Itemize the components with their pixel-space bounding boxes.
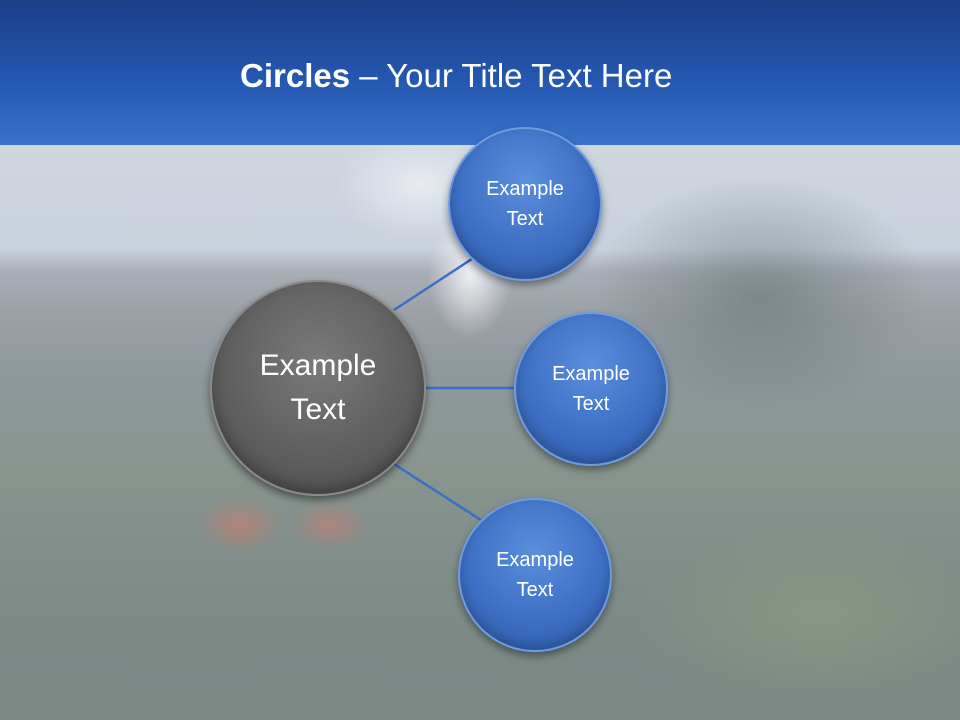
connector-1 — [393, 253, 479, 312]
title-bar: Circles – Your Title Text Here — [0, 0, 960, 145]
connector-3 — [393, 462, 485, 524]
circle-node-3[interactable]: Example Text — [458, 498, 612, 652]
circle-node-1-label: Example Text — [486, 178, 564, 230]
circle-node-2[interactable]: Example Text — [514, 312, 668, 466]
center-circle-label: Example Text — [259, 349, 377, 426]
slide-title: Circles – Your Title Text Here — [240, 54, 672, 98]
center-circle[interactable]: Example Text — [210, 280, 426, 496]
circle-node-1[interactable]: Example Text — [448, 127, 602, 281]
slide-title-bold: Circles — [240, 57, 351, 94]
slide-title-rest: – Your Title Text Here — [350, 57, 673, 94]
circle-node-2-label: Example Text — [552, 363, 630, 415]
circle-node-3-label: Example Text — [496, 549, 574, 601]
